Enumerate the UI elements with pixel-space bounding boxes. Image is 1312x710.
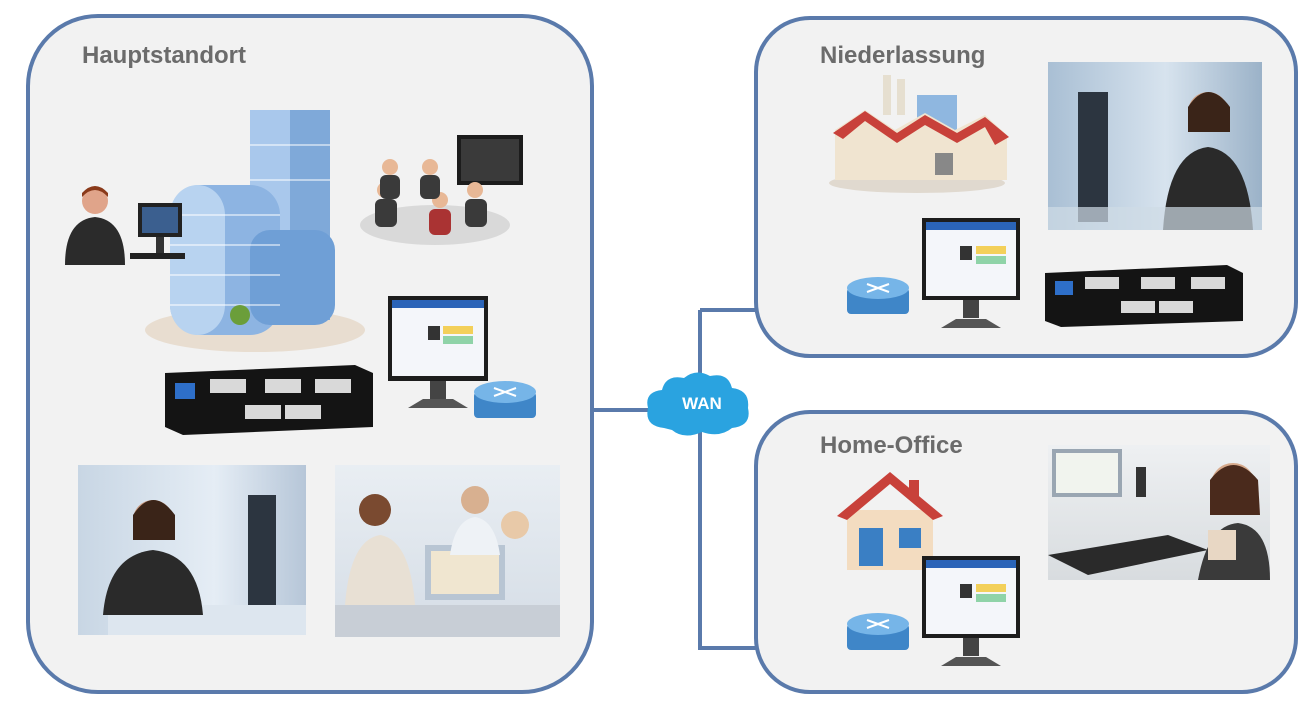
branch-monitor-icon	[922, 218, 1020, 328]
site-main-title: Hauptstandort	[82, 42, 246, 69]
branch-agent-photo	[1048, 62, 1262, 230]
call-center-agent-photo	[78, 465, 306, 635]
site-home-title: Home-Office	[820, 432, 963, 459]
home-office-worker-photo	[1048, 445, 1270, 580]
user-at-workstation-icon	[65, 186, 185, 265]
factory-building-icon	[829, 75, 1009, 193]
office-team-photo	[335, 465, 560, 637]
meeting-group-icon	[360, 135, 523, 245]
house-icon	[837, 472, 943, 570]
pbx-server-icon	[165, 365, 373, 435]
router-icon	[474, 381, 536, 418]
site-branch-title: Niederlassung	[820, 42, 986, 69]
home-monitor-icon	[922, 556, 1020, 666]
monitor-icon	[388, 296, 488, 408]
office-building-icon	[145, 110, 365, 352]
branch-pbx-server-icon	[1045, 265, 1243, 327]
wan-label: WAN	[682, 394, 722, 413]
home-router-icon	[847, 613, 909, 650]
wan-cloud-icon	[647, 372, 749, 436]
branch-router-icon	[847, 277, 909, 314]
